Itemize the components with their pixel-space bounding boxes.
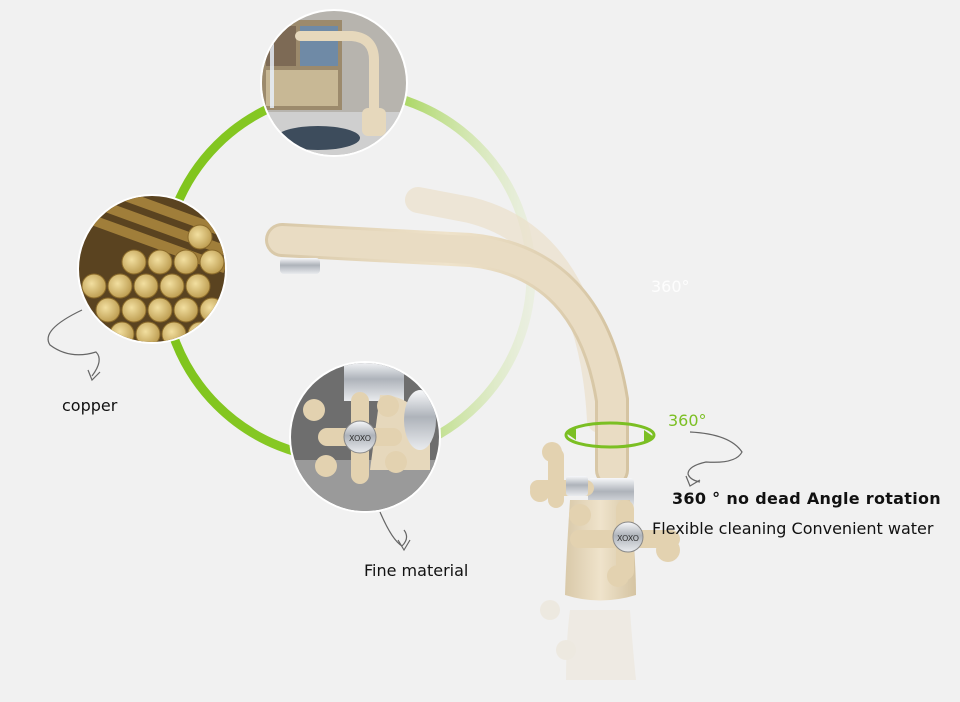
handle-closeup-image: XOXO [289,361,441,513]
copper-label: copper [62,396,118,415]
fine-material-label: Fine material [364,561,469,580]
kitchen-scene-image [260,9,408,157]
arrow-fine-material [379,511,411,552]
faint-degree-label: 360° [651,277,690,296]
rotation-degree-label: 360° [668,411,707,430]
arrow-copper [47,309,101,382]
faucet-illustration: XOXO [265,187,680,680]
rotation-title: 360 ° no dead Angle rotation [672,489,941,508]
brand-mark-faucet: XOXO [617,534,639,543]
brand-mark: XOXO [349,434,371,443]
arrow-rotation [685,431,743,487]
copper-rods-image [77,194,227,344]
rotation-subtitle: Flexible cleaning Convenient water [652,519,934,538]
